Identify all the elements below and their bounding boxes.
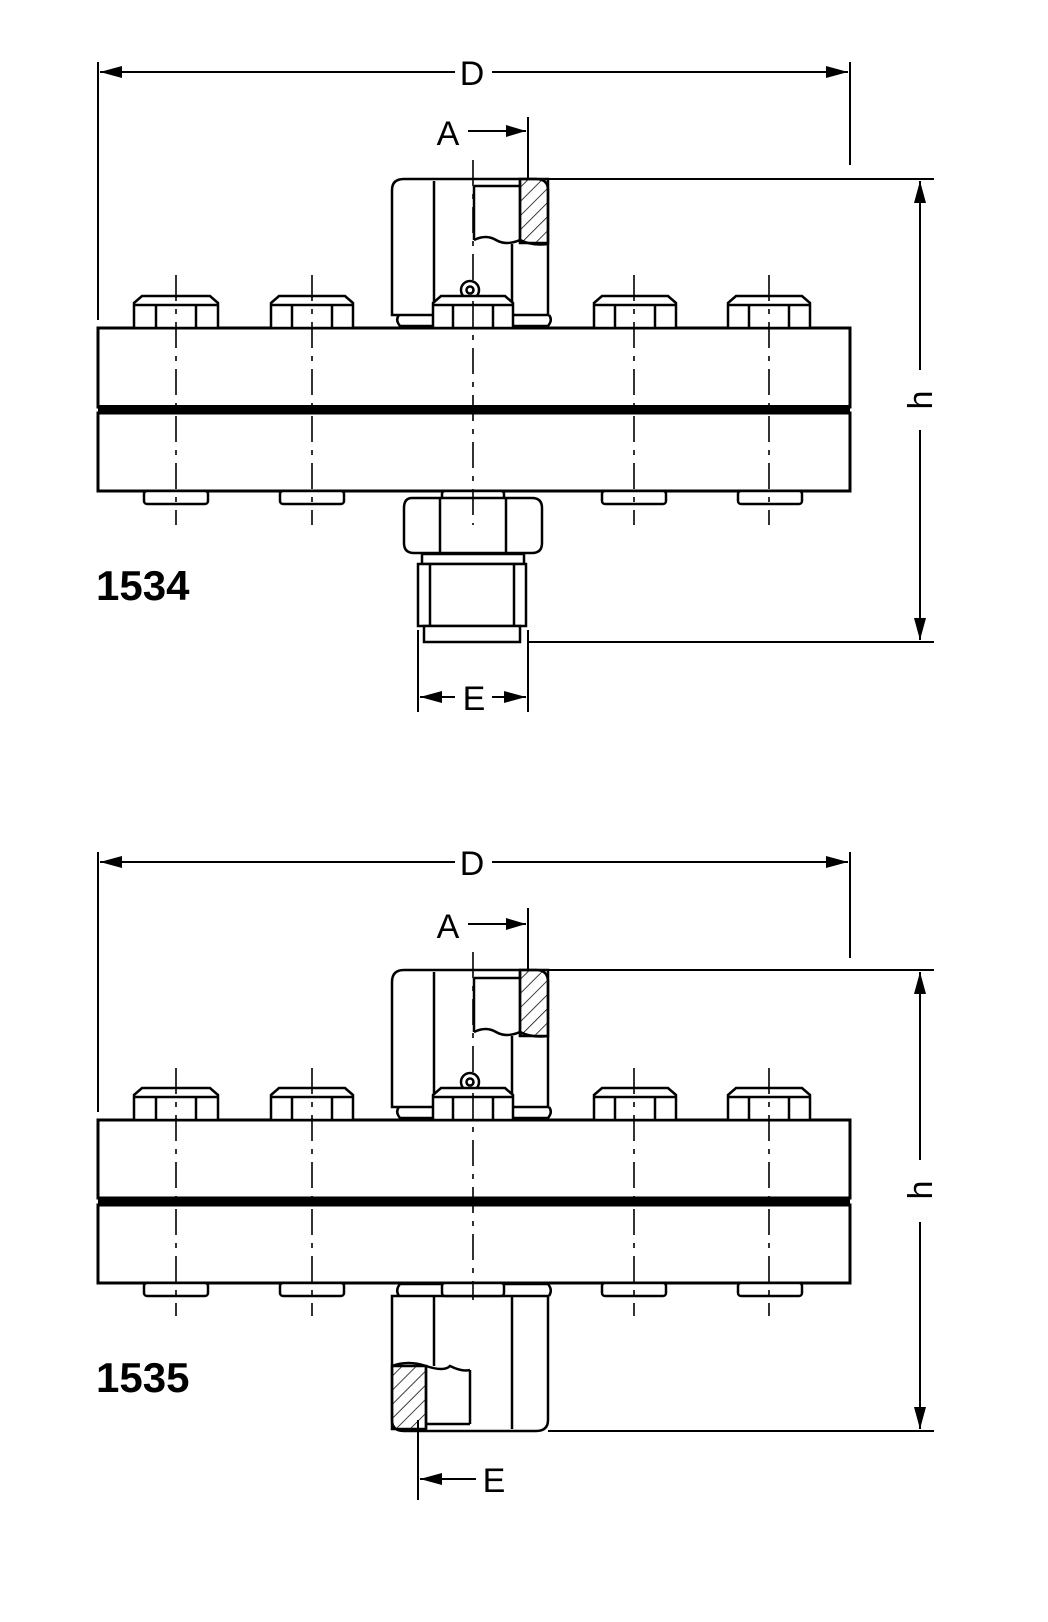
dimension-a: A <box>437 115 529 178</box>
dimension-d: D <box>97 845 851 1112</box>
flange-assembly <box>96 1118 852 1285</box>
dimension-d-label: D <box>460 845 485 883</box>
dimension-h: h <box>528 178 940 643</box>
dimension-d-label: D <box>460 55 485 93</box>
gasket <box>98 1197 850 1206</box>
bottom-nut <box>142 1281 210 1298</box>
top-fitting <box>390 177 552 328</box>
bottom-nut <box>278 1281 346 1298</box>
dimension-h-label: h <box>902 1181 940 1200</box>
model-label: 1535 <box>96 1354 189 1401</box>
dimension-e-label: E <box>463 680 486 718</box>
dimension-a: A <box>437 908 529 970</box>
bolt-head <box>592 294 678 330</box>
bolt-head <box>592 1086 678 1122</box>
dimension-a-label: A <box>437 908 460 946</box>
dimension-a-label: A <box>437 115 460 153</box>
bottom-fitting-female <box>390 1281 552 1433</box>
bottom-nut <box>600 1281 668 1298</box>
dimension-e: E <box>417 630 529 718</box>
top-bolts <box>132 1086 812 1122</box>
flange-assembly <box>96 326 852 493</box>
diagram-1534: D A h <box>96 55 940 718</box>
dimension-e-label: E <box>483 1462 506 1500</box>
dimension-h: h <box>548 969 940 1432</box>
bottom-nut <box>736 489 804 506</box>
centerlines <box>175 952 770 1316</box>
dimension-d: D <box>97 55 851 320</box>
bottom-nut <box>736 1281 804 1298</box>
dimension-e: E <box>417 1420 506 1500</box>
gasket <box>98 405 850 414</box>
model-label: 1534 <box>96 562 190 609</box>
diagram-1535: D A h <box>96 845 940 1500</box>
bottom-nuts <box>142 1281 804 1298</box>
centerlines <box>175 160 770 525</box>
dimension-h-label: h <box>902 391 940 410</box>
